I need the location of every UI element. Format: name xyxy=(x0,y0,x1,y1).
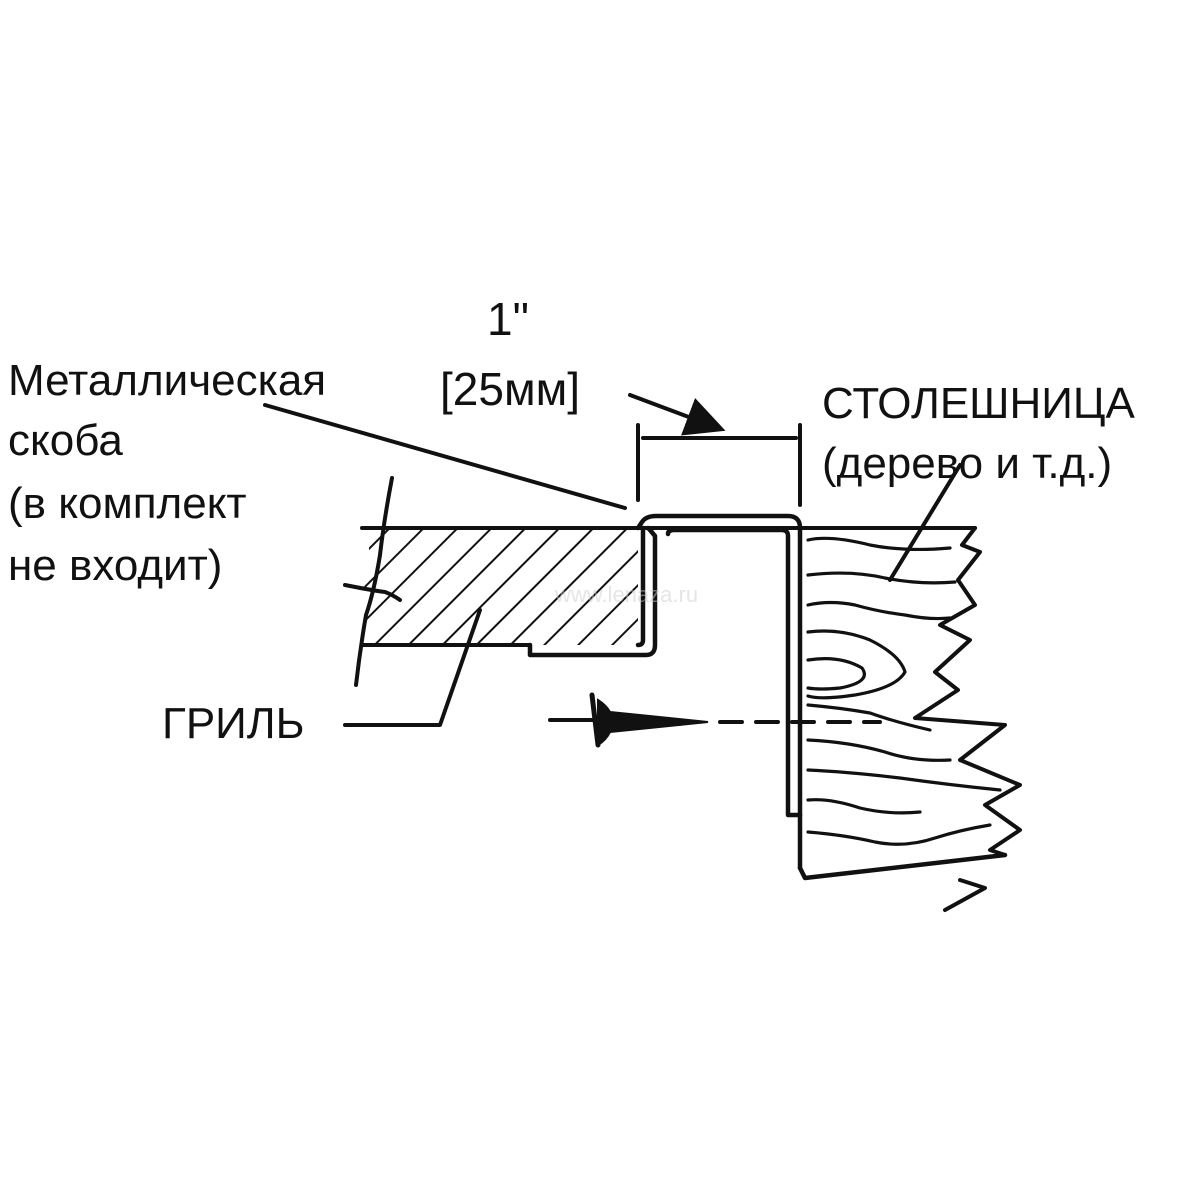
bracket-label-line-1: Металлическая xyxy=(8,356,326,405)
metal-bracket xyxy=(527,513,803,871)
bracket-label-line-3: (в комплект xyxy=(8,479,247,528)
countertop-leader-line xyxy=(888,463,962,582)
countertop-label-line-1: СТОЛЕШНИЦА xyxy=(822,379,1135,428)
screw-icon xyxy=(548,692,882,748)
grill-leader-line xyxy=(343,608,482,727)
watermark-text: www.lenaza.ru xyxy=(554,582,698,607)
countertop-wood xyxy=(797,526,1022,912)
bracket-label-line-2: скоба xyxy=(8,416,123,465)
dimension-millimeters: [25мм] xyxy=(440,363,580,415)
countertop-label-line-2: (дерево и т.д.) xyxy=(822,439,1112,488)
dimension-marker xyxy=(628,393,802,507)
bracket-leader-line xyxy=(263,403,627,510)
grill-body xyxy=(343,476,977,687)
bracket-label-line-4: не входит) xyxy=(8,541,222,590)
grill-label: ГРИЛЬ xyxy=(162,699,305,748)
dimension-inches: 1" xyxy=(487,293,529,345)
